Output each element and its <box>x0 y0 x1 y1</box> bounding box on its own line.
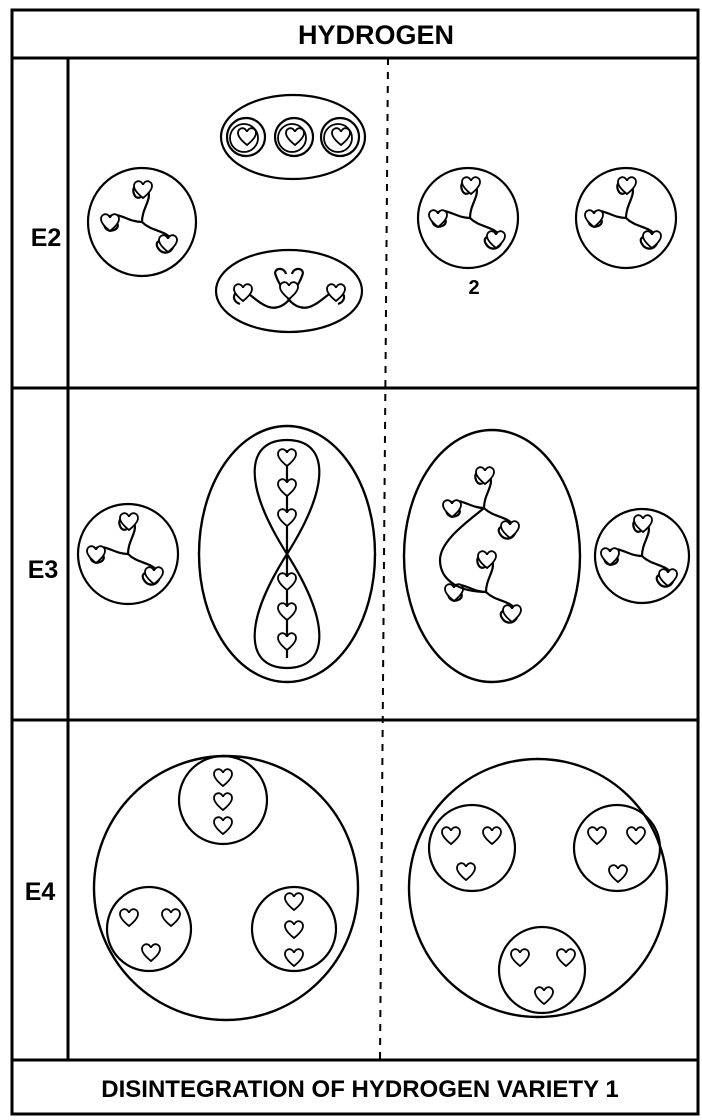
row-label-e2: E2 <box>31 224 62 252</box>
diagram-title: HYDROGEN <box>298 20 454 50</box>
e2-triad-circle-mid <box>418 168 518 268</box>
e2-triad-circle-left <box>88 168 196 276</box>
diagram-caption: DISINTEGRATION OF HYDROGEN VARIETY 1 <box>101 1076 618 1103</box>
e4-right-triangle-cell-3 <box>499 927 585 1013</box>
e2-pair-oval <box>216 250 362 332</box>
e3-double-triad-oval <box>404 430 580 682</box>
e4-left-column-cell <box>179 756 267 844</box>
e4-left-column-cell-2 <box>252 887 336 971</box>
e4-left-triangle-cell <box>107 887 191 971</box>
e4-large-circle-left <box>94 756 358 1020</box>
row-label-e3: E3 <box>28 556 59 584</box>
e4-right-triangle-cell-2 <box>574 805 660 891</box>
e4-right-triangle-cell-1 <box>429 805 515 891</box>
row-label-e4: E4 <box>25 878 56 906</box>
e3-triad-circle-right <box>595 509 689 603</box>
e2-ring-oval <box>221 95 365 179</box>
e3-chain-oval <box>199 426 375 682</box>
e2-count-label: 2 <box>468 277 479 299</box>
e2-triad-circle-right <box>576 168 676 268</box>
e4-large-circle-right <box>409 759 667 1017</box>
e3-triad-circle-left <box>78 504 178 604</box>
